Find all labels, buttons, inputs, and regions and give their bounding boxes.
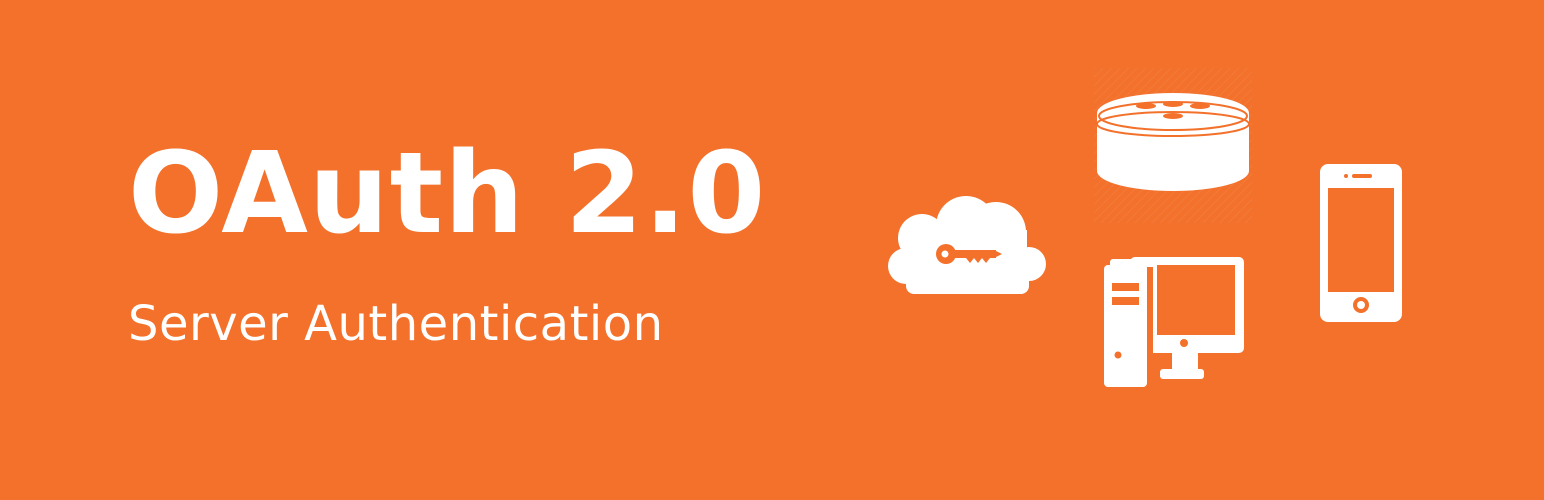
desktop-computer-icon [1100,255,1248,390]
banner-subtitle: Server Authentication [128,296,664,352]
banner-title: OAuth 2.0 [128,129,767,259]
smartphone-icon [1318,162,1404,324]
cloud-key-icon [884,190,1049,298]
smart-speaker-icon [1094,68,1252,223]
